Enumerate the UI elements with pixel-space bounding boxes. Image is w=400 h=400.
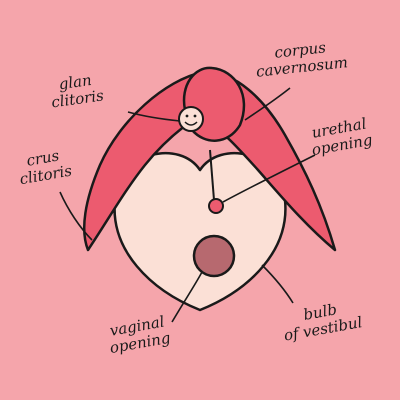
leader-line-urethral	[222, 154, 316, 203]
leader-line-vaginal	[171, 271, 203, 323]
urethral-opening-dot	[208, 198, 224, 214]
leader-line-bulb	[261, 264, 294, 304]
label-glan-clitoris: glan clitoris	[50, 70, 105, 112]
bulb-of-vestibule-shape	[113, 151, 287, 312]
leader-line-glan	[127, 111, 181, 122]
glans-clitoris-smiley	[178, 106, 204, 132]
vaginal-opening-circle	[192, 234, 236, 278]
vestibule-center-line	[209, 149, 215, 201]
leader-line-crus	[59, 191, 93, 241]
leader-line-corpus	[244, 87, 291, 121]
